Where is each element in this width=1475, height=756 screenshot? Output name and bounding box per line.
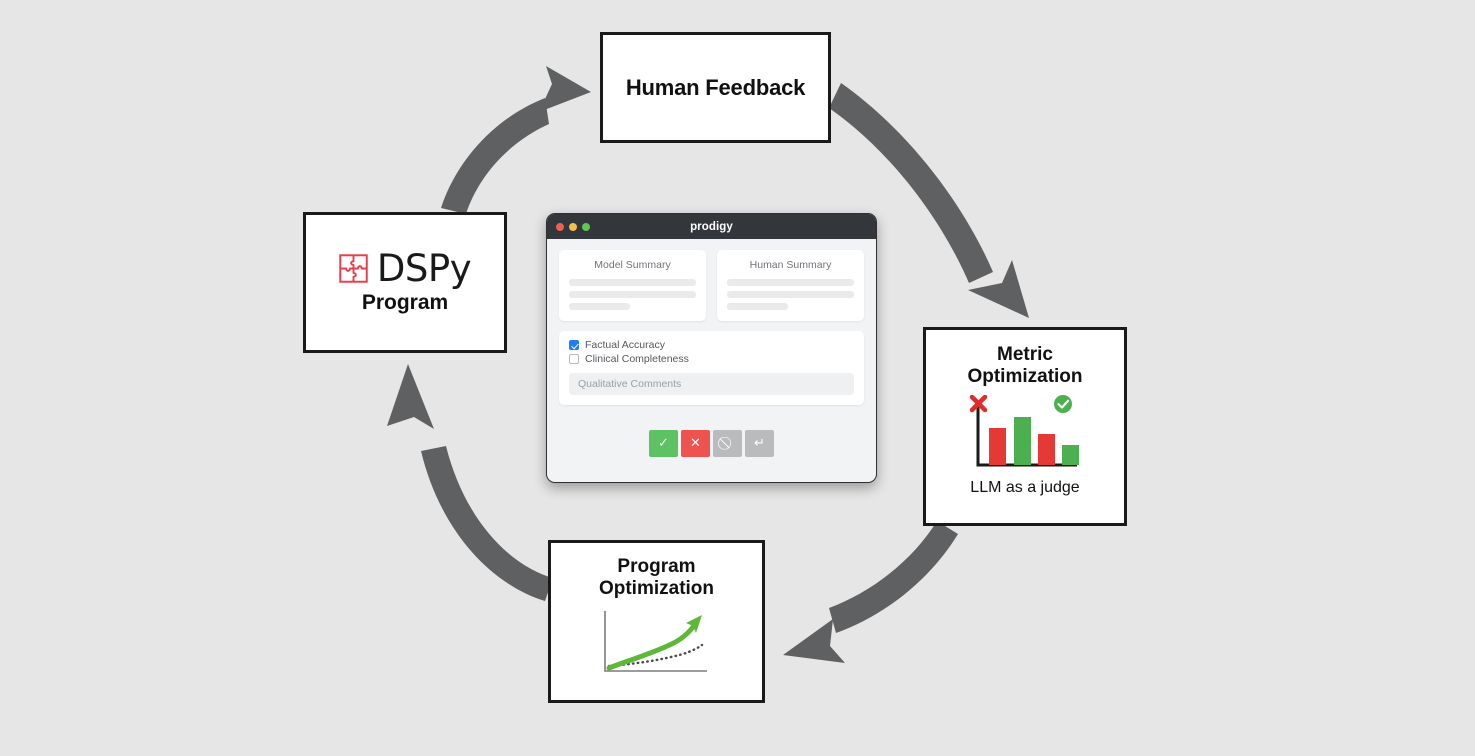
metric-title-line1: Metric <box>997 344 1053 365</box>
trend-arrowhead <box>685 614 702 633</box>
node-human-feedback[interactable]: Human Feedback <box>600 32 831 143</box>
model-summary-card: Model Summary <box>559 250 706 321</box>
node-dspy-program[interactable]: DSPy Program <box>303 212 507 353</box>
bar-4 <box>1062 444 1079 465</box>
node-program-optimization[interactable]: Program Optimization <box>548 540 765 703</box>
skeleton-line <box>569 291 696 298</box>
metric-title-line2: Optimization <box>967 366 1083 388</box>
skeleton-line <box>727 303 788 310</box>
clinical-completeness-label: Clinical Completeness <box>585 353 689 365</box>
skeleton-line <box>569 303 630 310</box>
minimize-dot[interactable] <box>569 222 577 231</box>
accept-button[interactable]: ✓ <box>649 430 678 457</box>
prodigy-action-bar: ✓ ✕ ⃠ ↵ <box>559 405 864 482</box>
bar-3 <box>1038 433 1055 465</box>
factual-accuracy-label: Factual Accuracy <box>585 339 665 351</box>
checkbox-row-clinical-completeness[interactable]: Clinical Completeness <box>569 353 854 365</box>
baseline-series <box>607 643 703 668</box>
human-summary-card: Human Summary <box>717 250 864 321</box>
undo-button[interactable]: ↵ <box>745 430 774 457</box>
prodigy-titlebar: prodigy <box>547 214 876 239</box>
metric-optimization-caption: LLM as a judge <box>970 478 1080 496</box>
model-summary-title: Model Summary <box>594 259 671 271</box>
qualitative-comments-input[interactable]: Qualitative Comments <box>569 373 854 395</box>
annotation-labels-card: Factual Accuracy Clinical Completeness Q… <box>559 331 864 405</box>
metric-optimization-title: Metric Optimization <box>967 344 1082 389</box>
program-title-line2: Optimization <box>598 578 715 600</box>
optimized-series <box>606 624 695 671</box>
dspy-subtitle: Program <box>361 291 449 314</box>
skeleton-line <box>727 279 854 286</box>
node-metric-optimization[interactable]: Metric Optimization LLM as a judge <box>923 327 1127 526</box>
skeleton-line <box>569 279 696 286</box>
program-optimization-line-chart <box>603 610 707 672</box>
dspy-wordmark: DSPy <box>376 247 472 290</box>
human-summary-title: Human Summary <box>749 259 832 271</box>
summary-row: Model Summary Human Summary <box>559 250 864 321</box>
prodigy-window-title: prodigy <box>690 220 733 233</box>
bar-2 <box>1014 416 1031 465</box>
prodigy-body: Model Summary Human Summary Factual Accu… <box>547 239 876 482</box>
bar-1 <box>989 427 1006 465</box>
prodigy-window[interactable]: prodigy Model Summary Human Summary <box>546 213 877 483</box>
program-optimization-title: Program Optimization <box>599 556 714 601</box>
green-check-circle-icon <box>1054 394 1072 413</box>
red-x-icon <box>969 394 988 413</box>
reject-button[interactable]: ✕ <box>681 430 710 457</box>
program-title-line1: Program <box>617 556 696 577</box>
ignore-button[interactable]: ⃠ <box>713 430 742 457</box>
arrow-metric-to-program-optimization <box>783 521 958 663</box>
human-feedback-title: Human Feedback <box>625 74 806 100</box>
factual-accuracy-checkbox[interactable] <box>569 340 579 350</box>
metric-bar-chart <box>969 394 1079 467</box>
maximize-dot[interactable] <box>582 222 590 231</box>
arrow-program-optimization-to-dspy <box>387 364 553 601</box>
checkbox-row-factual-accuracy[interactable]: Factual Accuracy <box>569 339 854 351</box>
arrow-dspy-to-human-feedback <box>441 66 591 214</box>
window-controls <box>556 222 590 231</box>
skeleton-line <box>727 291 854 298</box>
close-dot[interactable] <box>556 222 564 231</box>
clinical-completeness-checkbox[interactable] <box>569 354 579 364</box>
dspy-puzzle-icon <box>339 254 368 283</box>
